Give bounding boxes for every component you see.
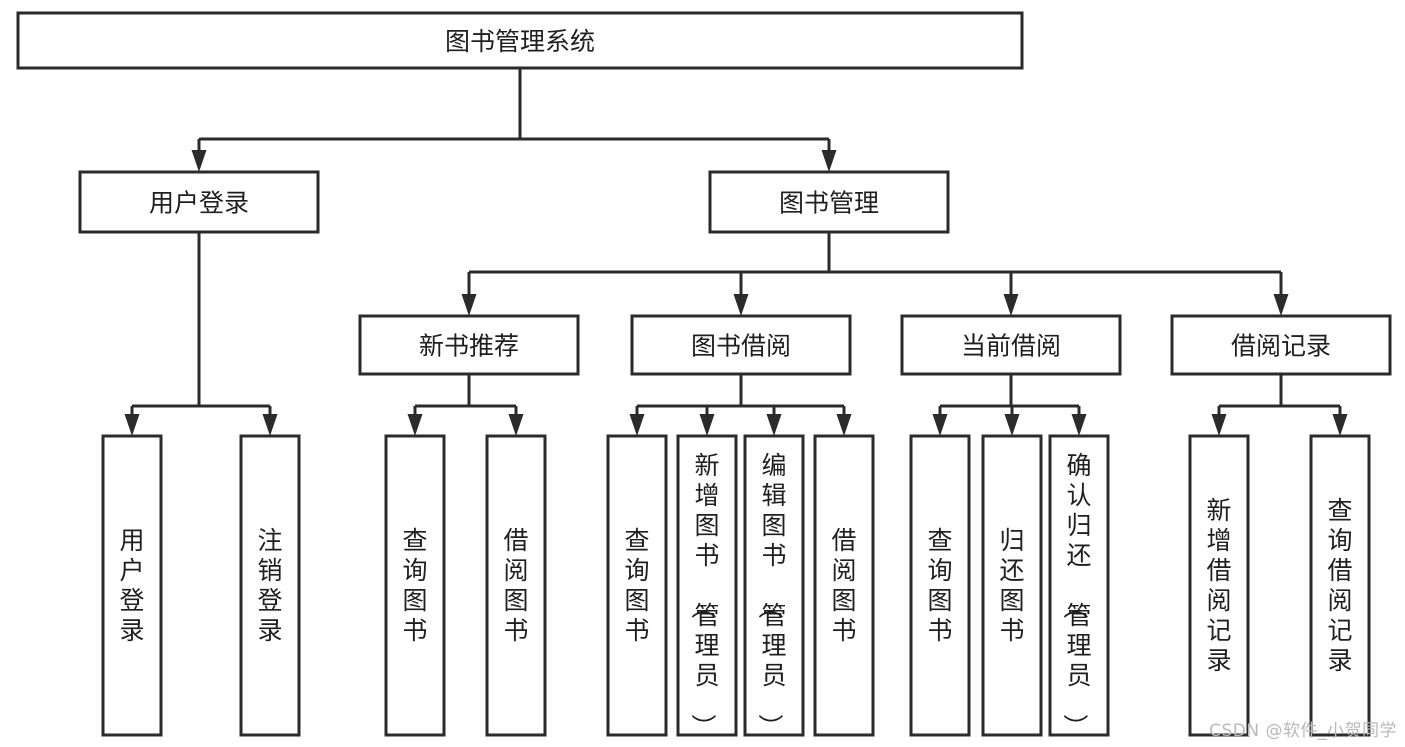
arrowhead-icon xyxy=(629,414,645,436)
node-box[interactable] xyxy=(1309,434,1371,737)
node-label: 归还图书 xyxy=(999,526,1024,645)
arrowhead-icon xyxy=(262,414,278,436)
node-box[interactable] xyxy=(1188,434,1250,737)
node-l-user-login[interactable]: 用户登录 xyxy=(101,434,163,737)
node-n-book-borrow[interactable]: 图书借阅 xyxy=(630,314,852,376)
node-box[interactable] xyxy=(485,434,547,737)
node-box[interactable] xyxy=(813,434,875,737)
arrowhead-icon xyxy=(461,294,477,316)
node-layer: 图书管理系统用户登录图书管理新书推荐图书借阅当前借阅借阅记录用户登录注销登录查询… xyxy=(16,11,1392,739)
node-n-current-borrow[interactable]: 当前借阅 xyxy=(900,314,1122,376)
node-l-rec-add-record[interactable]: 新增借阅记录 xyxy=(1188,434,1250,737)
connector-group xyxy=(124,232,278,436)
node-label: 新书推荐 xyxy=(419,332,519,361)
node-l-user-logout[interactable]: 注销登录 xyxy=(239,434,301,737)
connector-group xyxy=(191,68,837,172)
node-box[interactable] xyxy=(900,314,1122,376)
node-box[interactable] xyxy=(239,434,301,737)
node-l-borrow-add-book[interactable]: 新增图书（管理员） xyxy=(676,434,738,739)
connector-group xyxy=(1211,374,1348,436)
node-l-cur-confirm-return[interactable]: 确认归还（管理员） xyxy=(1048,434,1110,739)
node-l-rec-borrow-book[interactable]: 借阅图书 xyxy=(485,434,547,737)
node-label: 图书借阅 xyxy=(691,332,791,361)
node-label: 查询图书 xyxy=(624,526,649,645)
node-box[interactable] xyxy=(78,170,320,234)
arrowhead-icon xyxy=(821,150,837,172)
node-n-book-mgmt[interactable]: 图书管理 xyxy=(708,170,950,234)
node-l-borrow-borrow-book[interactable]: 借阅图书 xyxy=(813,434,875,737)
arrowhead-icon xyxy=(1004,414,1020,436)
node-box[interactable] xyxy=(708,170,950,234)
connector-group xyxy=(461,232,1289,316)
arrowhead-icon xyxy=(124,414,140,436)
node-label: 借阅图书 xyxy=(831,526,856,645)
node-root[interactable]: 图书管理系统 xyxy=(16,11,1024,70)
node-box[interactable] xyxy=(743,434,805,737)
node-box[interactable] xyxy=(384,434,446,737)
node-label: 查询图书 xyxy=(927,526,952,645)
arrowhead-icon xyxy=(407,414,423,436)
node-box[interactable] xyxy=(358,314,580,376)
node-label: 查询图书 xyxy=(402,526,427,645)
arrowhead-icon xyxy=(1211,414,1227,436)
node-label: 当前借阅 xyxy=(961,332,1061,361)
node-label: 新增图书（管理员） xyxy=(688,451,719,739)
node-label: 借阅记录 xyxy=(1231,332,1331,361)
node-l-rec-query-book[interactable]: 查询图书 xyxy=(384,434,446,737)
node-label: 用户登录 xyxy=(149,189,249,218)
connector-group xyxy=(407,374,524,436)
arrowhead-icon xyxy=(508,414,524,436)
node-l-cur-return-book[interactable]: 归还图书 xyxy=(981,434,1043,737)
node-label: 新增借阅记录 xyxy=(1206,496,1231,675)
arrowhead-icon xyxy=(733,294,749,316)
arrowhead-icon xyxy=(1332,414,1348,436)
arrowhead-icon xyxy=(699,414,715,436)
node-box[interactable] xyxy=(981,434,1043,737)
node-box[interactable] xyxy=(16,11,1024,70)
node-label: 编辑图书（管理员） xyxy=(755,451,786,739)
node-l-borrow-query-book[interactable]: 查询图书 xyxy=(606,434,668,737)
arrowhead-icon xyxy=(1071,414,1087,436)
node-box[interactable] xyxy=(1048,434,1110,737)
node-n-user-login[interactable]: 用户登录 xyxy=(78,170,320,234)
arrowhead-icon xyxy=(1273,294,1289,316)
node-n-borrow-record[interactable]: 借阅记录 xyxy=(1170,314,1392,376)
node-box[interactable] xyxy=(676,434,738,737)
connector-group xyxy=(932,374,1087,436)
node-box[interactable] xyxy=(101,434,163,737)
arrowhead-icon xyxy=(1003,294,1019,316)
arrowhead-icon xyxy=(766,414,782,436)
node-label: 用户登录 xyxy=(119,526,144,645)
arrowhead-icon xyxy=(191,150,207,172)
arrowhead-icon xyxy=(932,414,948,436)
node-l-borrow-edit-book[interactable]: 编辑图书（管理员） xyxy=(743,434,805,739)
node-l-cur-query-book[interactable]: 查询图书 xyxy=(909,434,971,737)
node-label: 查询借阅记录 xyxy=(1327,496,1352,675)
node-label: 借阅图书 xyxy=(503,526,528,645)
arrowhead-icon xyxy=(836,414,852,436)
node-label: 图书管理 xyxy=(779,189,879,218)
node-n-new-book-rec[interactable]: 新书推荐 xyxy=(358,314,580,376)
node-box[interactable] xyxy=(1170,314,1392,376)
node-box[interactable] xyxy=(909,434,971,737)
node-box[interactable] xyxy=(630,314,852,376)
node-box[interactable] xyxy=(606,434,668,737)
node-label: 确认归还（管理员） xyxy=(1060,451,1091,739)
csdn-watermark: CSDN @软件_小贺同学 xyxy=(1209,721,1397,741)
node-label: 注销登录 xyxy=(257,526,282,645)
connector-layer xyxy=(124,68,1348,436)
node-l-rec-query-record[interactable]: 查询借阅记录 xyxy=(1309,434,1371,737)
connector-group xyxy=(629,374,852,436)
node-label: 图书管理系统 xyxy=(445,27,595,56)
